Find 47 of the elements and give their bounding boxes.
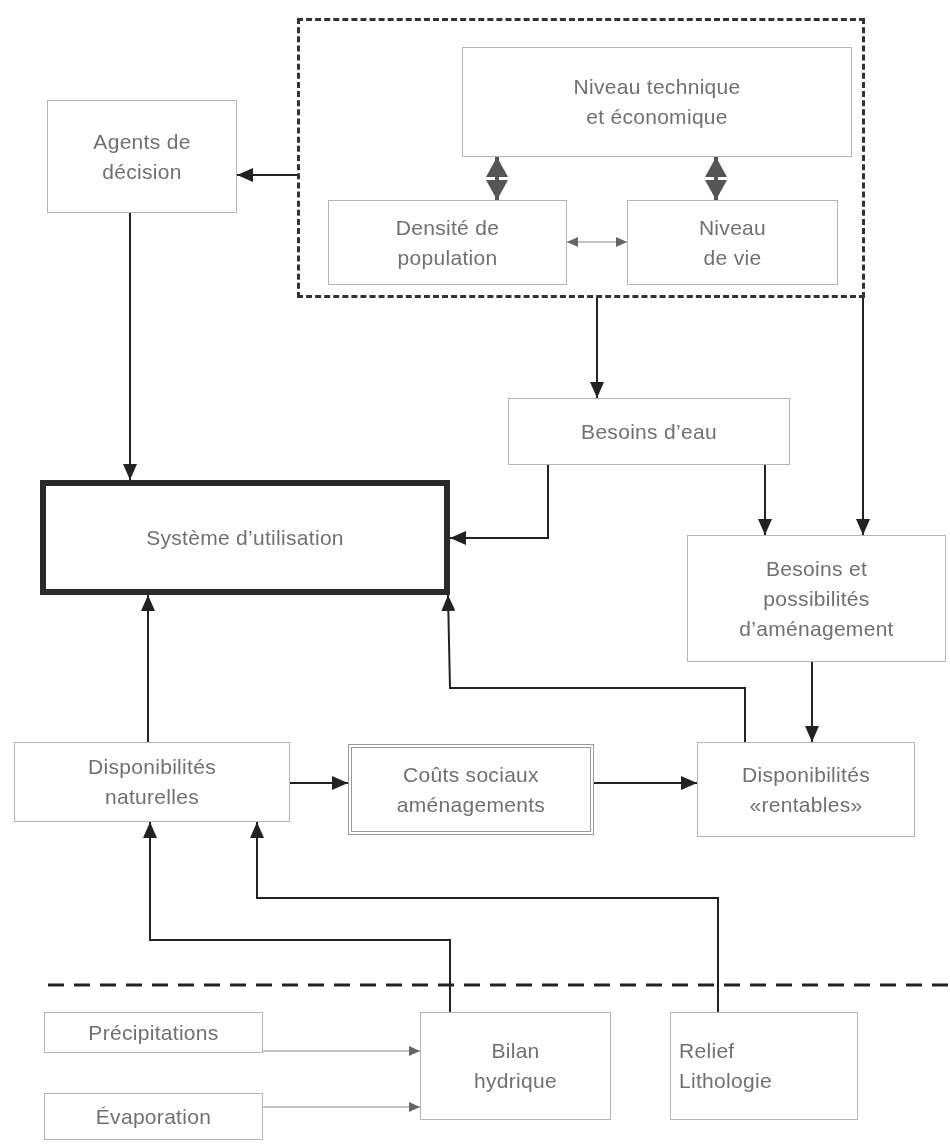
node-label: Bilan hydrique: [473, 1038, 558, 1094]
arrow: [141, 594, 155, 743]
arrow: [250, 821, 719, 1013]
node-label: Disponibilités naturelles: [87, 754, 217, 810]
arrow: [593, 776, 698, 790]
arrow: [289, 776, 349, 790]
main-system-box: [40, 480, 450, 595]
dashed-group-box: [297, 18, 865, 298]
arrow: [758, 464, 772, 536]
arrow: [262, 1046, 421, 1056]
arrow: [705, 157, 727, 200]
node-label: Disponibilités «rentables»: [741, 761, 871, 818]
arrow: [441, 594, 746, 743]
node-label: Besoins d’eau: [580, 418, 718, 445]
arrow: [236, 168, 298, 182]
process-box: [420, 1012, 611, 1120]
process-box: [462, 47, 852, 157]
process-box: [328, 200, 567, 285]
arrow: [486, 157, 508, 200]
node-label: Système d’utilisation: [145, 524, 345, 551]
process-box: [508, 398, 790, 465]
node-label: Précipitations: [87, 1019, 220, 1046]
node-label: Coûts sociaux aménagements: [395, 761, 547, 818]
arrow: [262, 1102, 421, 1112]
node-label: Besoins et possibilités d’aménagement: [738, 555, 895, 642]
process-box: [627, 200, 838, 285]
process-box: [44, 1093, 263, 1140]
node-label: Relief Lithologie: [678, 1038, 773, 1094]
node-label: Agents de décision: [92, 128, 192, 185]
node-label: Niveau de vie: [697, 214, 768, 271]
node-label: Niveau technique et économique: [572, 74, 742, 130]
process-box: [47, 100, 237, 213]
arrow: [590, 297, 604, 399]
arrow: [123, 212, 137, 481]
arrow: [856, 297, 870, 536]
arrow: [449, 464, 549, 545]
arrow: [805, 661, 819, 743]
process-box: [697, 742, 915, 837]
process-box: [687, 535, 946, 662]
node-label: Évaporation: [94, 1103, 213, 1130]
process-box: [670, 1012, 858, 1120]
process-box: [44, 1012, 263, 1053]
process-box: [14, 742, 290, 822]
node-label: Densité de population: [394, 214, 501, 271]
arrow: [566, 237, 628, 247]
process-box: [348, 744, 594, 835]
arrow: [143, 821, 451, 1013]
